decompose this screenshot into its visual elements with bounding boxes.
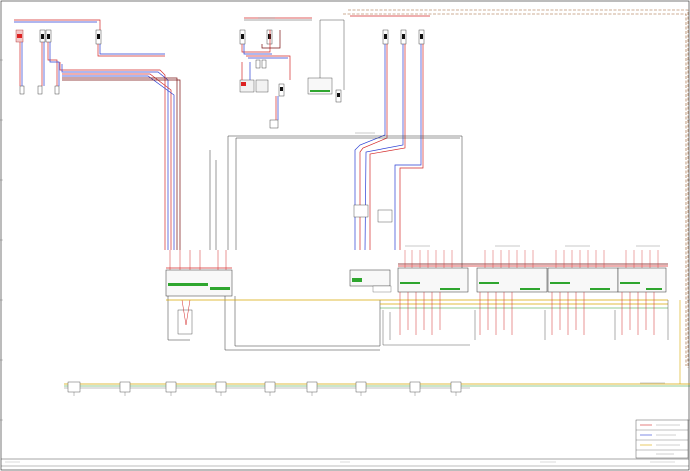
power-supply-icon <box>255 79 269 93</box>
wiring-top-right <box>350 15 430 251</box>
breaker-group-center <box>239 29 342 129</box>
bus-lines-upper <box>166 263 668 269</box>
terminal-icon <box>264 381 276 393</box>
earth-bus <box>166 299 668 309</box>
module-input-wires <box>404 250 659 268</box>
annotation-marks <box>258 17 665 384</box>
breaker-icon <box>54 85 60 95</box>
terminal-icon <box>355 381 367 393</box>
breaker-group-left <box>15 29 102 95</box>
terminal-icon <box>165 381 177 393</box>
sensor-icon <box>177 309 193 335</box>
terminal-icon <box>119 381 131 393</box>
title-block <box>635 419 689 459</box>
terminal-icon <box>261 59 267 69</box>
terminal-icon <box>269 119 279 129</box>
wiring-top-left <box>14 19 181 250</box>
actuator-module-left <box>165 250 233 335</box>
terminal-icon <box>377 209 393 223</box>
breaker-icon <box>19 85 25 95</box>
breaker-icon <box>37 85 43 95</box>
terminal-icon <box>450 381 462 393</box>
wiring-main-distribution <box>167 135 463 351</box>
bottom-terminal-leads <box>73 392 457 396</box>
terminal-icon <box>409 381 421 393</box>
frame-grid-ticks <box>0 59 690 421</box>
breaker-group-right <box>382 29 425 45</box>
panel-dashed-border <box>343 9 689 368</box>
bottom-terminal-rail <box>64 300 690 389</box>
wiring-top-center <box>241 17 345 120</box>
module-output-loops <box>382 300 669 346</box>
terminal-icon <box>255 59 261 69</box>
terminal-icon <box>306 381 318 393</box>
terminal-icon <box>353 204 369 218</box>
actuator-module-row-right <box>397 267 667 293</box>
module-output-wires <box>399 292 655 335</box>
actuator-module-center-left <box>349 204 393 293</box>
terminal-icon <box>215 381 227 393</box>
bottom-terminals <box>67 381 462 393</box>
terminal-icon <box>67 381 81 393</box>
